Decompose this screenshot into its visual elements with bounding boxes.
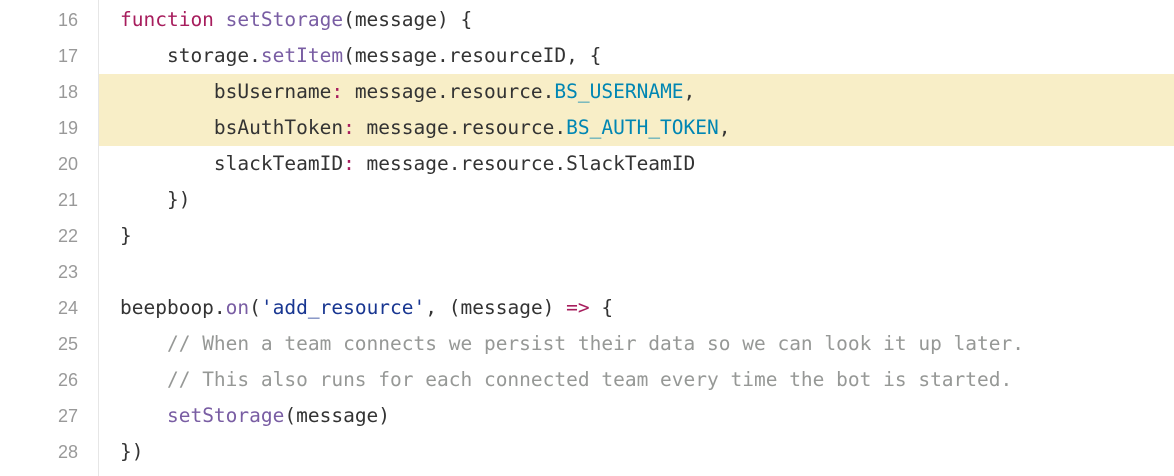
code-token: on xyxy=(225,296,250,319)
code-token: : xyxy=(331,80,344,103)
line-number[interactable]: 27 xyxy=(57,406,78,426)
code-line: 26 // This also runs for each connected … xyxy=(0,362,1174,398)
code-token: message.resource. xyxy=(343,80,555,103)
code-token: } xyxy=(120,224,132,247)
line-number[interactable]: 26 xyxy=(57,370,78,390)
code-line: 18 bsUsername: message.resource.BS_USERN… xyxy=(0,74,1174,110)
code-token: ( xyxy=(249,296,261,319)
code-text: bsUsername: message.resource.BS_USERNAME… xyxy=(99,74,1174,110)
code-token: setItem xyxy=(260,44,344,67)
code-token: : xyxy=(343,116,355,139)
code-token: bsUsername xyxy=(120,80,332,103)
line-number[interactable]: 21 xyxy=(57,190,78,210)
code-text: }) xyxy=(99,182,1174,218)
code-token: beepboop. xyxy=(120,296,226,319)
code-token: (message) { xyxy=(343,8,473,31)
code-line: 20 slackTeamID: message.resource.SlackTe… xyxy=(0,146,1174,182)
code-token: message.resource. xyxy=(354,116,567,139)
code-token: 'add_resource' xyxy=(260,296,426,319)
code-token: storage. xyxy=(120,44,261,67)
line-number[interactable]: 19 xyxy=(57,118,78,138)
code-line: 25 // When a team connects we persist th… xyxy=(0,326,1174,362)
line-number[interactable]: 23 xyxy=(57,262,78,282)
line-number[interactable]: 18 xyxy=(57,82,78,102)
code-line: 24 beepboop.on('add_resource', (message) … xyxy=(0,290,1174,326)
code-text: setStorage(message) xyxy=(99,398,1174,434)
code-line: 23 xyxy=(0,254,1174,290)
code-token: (message.resourceID, { xyxy=(343,44,602,67)
code-line: 21 }) xyxy=(0,182,1174,218)
code-text: storage.setItem(message.resourceID, { xyxy=(99,38,1174,74)
code-text: function setStorage(message) { xyxy=(99,2,1174,38)
code-token: function xyxy=(120,8,214,31)
code-token xyxy=(120,332,167,355)
code-text: } xyxy=(99,218,1174,254)
code-token: }) xyxy=(120,188,191,211)
code-token: message.resource.SlackTeamID xyxy=(354,152,696,175)
code-line: 19 bsAuthToken: message.resource.BS_AUTH… xyxy=(0,110,1174,146)
code-token: : xyxy=(343,152,355,175)
code-text: beepboop.on('add_resource', (message) =>… xyxy=(99,290,1174,326)
code-token: // When a team connects we persist their… xyxy=(166,332,1024,355)
line-number[interactable]: 22 xyxy=(57,226,78,246)
code-token: BS_AUTH_TOKEN xyxy=(566,116,719,139)
code-token: , (message) xyxy=(425,296,567,319)
code-token: , xyxy=(718,116,731,139)
code-token: setStorage xyxy=(225,8,344,31)
code-text xyxy=(99,254,1174,290)
code-token xyxy=(214,8,226,31)
code-text: }) xyxy=(99,434,1174,470)
code-token: (message) xyxy=(284,404,391,427)
code-token xyxy=(120,404,167,427)
line-number-gutter xyxy=(0,0,99,476)
line-number[interactable]: 20 xyxy=(57,154,78,174)
code-line: 27 setStorage(message) xyxy=(0,398,1174,434)
code-text: bsAuthToken: message.resource.BS_AUTH_TO… xyxy=(99,110,1174,146)
code-line: 28}) xyxy=(0,434,1174,470)
line-number[interactable]: 25 xyxy=(57,334,78,354)
code-text: // This also runs for each connected tea… xyxy=(99,362,1174,398)
code-line: 17 storage.setItem(message.resourceID, { xyxy=(0,38,1174,74)
code-token: // This also runs for each connected tea… xyxy=(166,368,1013,391)
code-token: slackTeamID xyxy=(120,152,344,175)
code-text: // When a team connects we persist their… xyxy=(99,326,1174,362)
code-token: setStorage xyxy=(166,404,285,427)
code-line: 16 function setStorage(message) { xyxy=(0,2,1174,38)
code-token xyxy=(120,368,167,391)
code-line: 22} xyxy=(0,218,1174,254)
code-token: }) xyxy=(120,440,144,463)
code-token: { xyxy=(589,296,614,319)
code-token: BS_USERNAME xyxy=(554,80,684,103)
code-token: => xyxy=(566,296,590,319)
code-token: bsAuthToken xyxy=(120,116,344,139)
line-number[interactable]: 24 xyxy=(57,298,78,318)
line-number[interactable]: 16 xyxy=(57,10,78,30)
code-text: slackTeamID: message.resource.SlackTeamI… xyxy=(99,146,1174,182)
code-token: , xyxy=(683,80,696,103)
line-number[interactable]: 17 xyxy=(57,46,78,66)
line-number[interactable]: 28 xyxy=(57,442,78,462)
